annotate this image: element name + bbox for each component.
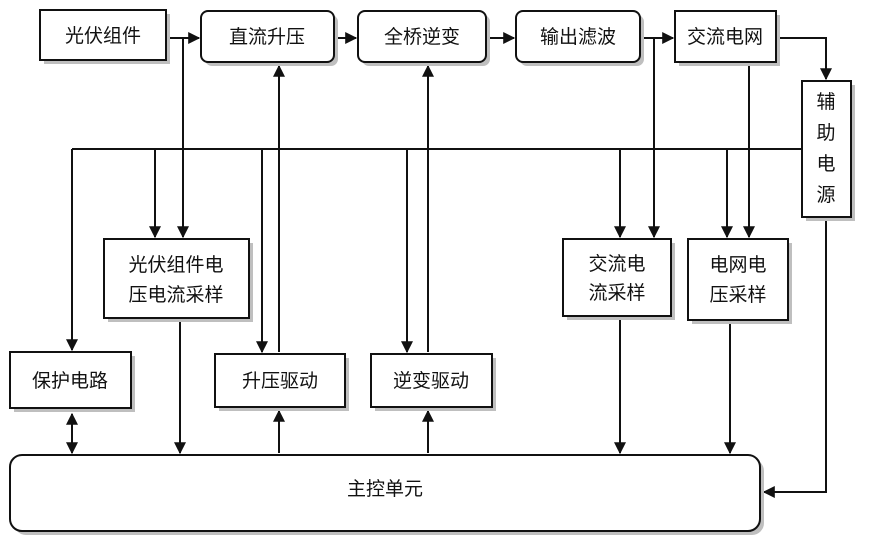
protection-circuit-block: 保护电路 [9, 351, 135, 412]
ac-grid-label: 交流电网 [687, 26, 763, 48]
grid-voltage-sampling-block: 电网电 压采样 [687, 238, 792, 324]
main-control-label: 主控单元 [347, 478, 423, 500]
ac-current-sampling-line-2: 流采样 [588, 282, 645, 304]
pv-sampling-block: 光伏组件电 压电流采样 [103, 238, 253, 322]
ac-current-sampling-line-1: 交流电 [588, 253, 645, 275]
grid-voltage-sampling-line-1: 电网电 [709, 254, 766, 276]
ac-grid-block: 交流电网 [674, 10, 780, 66]
output-filter-block: 输出滤波 [515, 10, 644, 66]
pv-sampling-line-2: 压电流采样 [128, 284, 223, 306]
boost-drive-label: 升压驱动 [242, 370, 318, 392]
full-bridge-inverter-block: 全桥逆变 [357, 10, 490, 66]
aux-power-char-1: 辅 [816, 91, 835, 113]
dc-boost-block: 直流升压 [200, 10, 338, 66]
aux-power-block: 辅 助 电 源 [801, 80, 855, 221]
full-bridge-inverter-label: 全桥逆变 [384, 26, 460, 48]
dc-boost-label: 直流升压 [229, 26, 305, 48]
pv-sampling-line-1: 光伏组件电 [128, 254, 223, 276]
aux-power-char-4: 源 [816, 184, 835, 206]
ac-current-sampling-block: 交流电 流采样 [562, 238, 675, 320]
aux-power-char-2: 助 [816, 122, 835, 144]
aux-power-char-3: 电 [816, 153, 835, 175]
grid-voltage-sampling-line-2: 压采样 [709, 284, 766, 306]
pv-module-label: 光伏组件 [65, 25, 141, 47]
aux-power-to-main [762, 219, 827, 498]
pv-module-block: 光伏组件 [39, 9, 170, 64]
boost-drive-block: 升压驱动 [214, 353, 349, 411]
inverter-drive-block: 逆变驱动 [370, 353, 496, 411]
arrow-grid-to-aux-power [778, 37, 832, 81]
connections [66, 32, 832, 498]
protection-circuit-label: 保护电路 [32, 370, 108, 392]
main-control-block: 主控单元 [9, 454, 764, 535]
inverter-drive-label: 逆变驱动 [393, 370, 469, 392]
output-filter-label: 输出滤波 [540, 26, 616, 48]
